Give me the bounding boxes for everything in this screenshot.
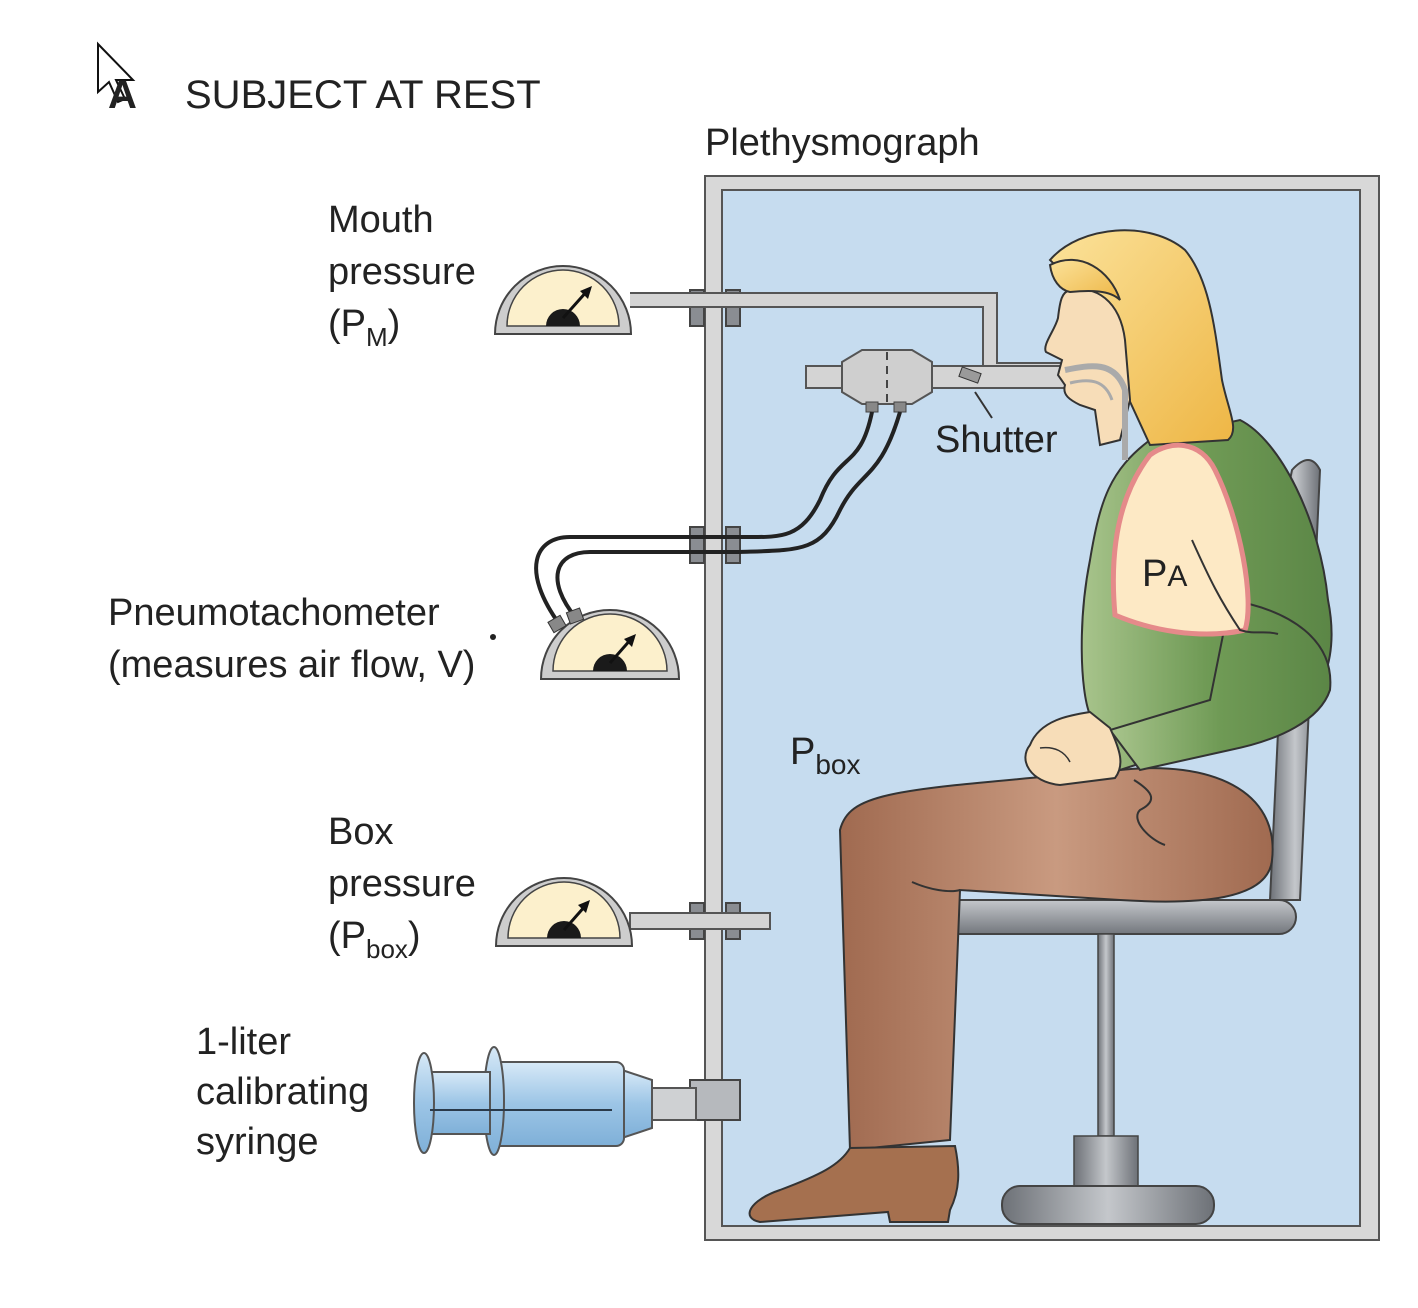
box-pressure-inside-label: Pbox (790, 731, 861, 780)
panel-letter: A (108, 73, 137, 117)
box-pressure-line1: Box (328, 811, 393, 853)
mouth-pressure-sub: M (366, 322, 388, 352)
pneumotachometer-label: Pneumotachometer (measures air flow, V) (108, 592, 496, 686)
mouth-pressure-close: ) (388, 303, 401, 345)
mouth-pressure-label: Mouth pressure (PM) (328, 199, 476, 352)
alveolar-pressure-label: PA (1142, 553, 1187, 595)
box-pressure-label: Box pressure (Pbox) (328, 811, 476, 964)
alveolar-pressure-main: P (1142, 553, 1167, 595)
box-pressure-tube (629, 912, 771, 930)
pneumotach-gauge (539, 607, 681, 680)
pneumotach-sensing-lines (534, 411, 902, 627)
syringe-line2: calibrating (196, 1071, 369, 1113)
alveolar-pressure-sub: A (1167, 560, 1187, 593)
mouth-pressure-symbol: (PM) (328, 303, 400, 352)
subject-person (748, 229, 1333, 1224)
box-pressure-sub: box (366, 934, 408, 964)
pneumotachometer-line1: Pneumotachometer (108, 592, 440, 634)
cursor-icon (97, 41, 136, 104)
syringe-label: 1-liter calibrating syringe (196, 1021, 369, 1163)
box-pressure-inside-sub: box (815, 749, 860, 780)
box-pressure-line2: pressure (328, 863, 476, 905)
mouth-pressure-open: (P (328, 303, 366, 345)
mouth-pressure-gauge (493, 265, 633, 335)
flow-dot (490, 634, 496, 640)
shutter (958, 366, 993, 419)
calibrating-syringe (413, 1046, 697, 1156)
plethysmograph-label: Plethysmograph (705, 122, 980, 164)
panel-title: SUBJECT AT REST (185, 73, 541, 117)
pneumotach-tube (805, 349, 1067, 413)
box-pressure-open: (P (328, 915, 366, 957)
box-pressure-inside-main: P (790, 731, 815, 773)
pneumotachometer-line2: (measures air flow, V) (108, 644, 475, 686)
box-pressure-gauge (494, 877, 634, 947)
box-pressure-symbol: (Pbox) (328, 915, 421, 964)
mouth-pressure-line1: Mouth (328, 199, 434, 241)
mouth-pressure-line2: pressure (328, 251, 476, 293)
syringe-line3: syringe (196, 1121, 319, 1163)
box-pressure-close: ) (408, 915, 421, 957)
shutter-label: Shutter (935, 419, 1058, 461)
syringe-line1: 1-liter (196, 1021, 291, 1063)
